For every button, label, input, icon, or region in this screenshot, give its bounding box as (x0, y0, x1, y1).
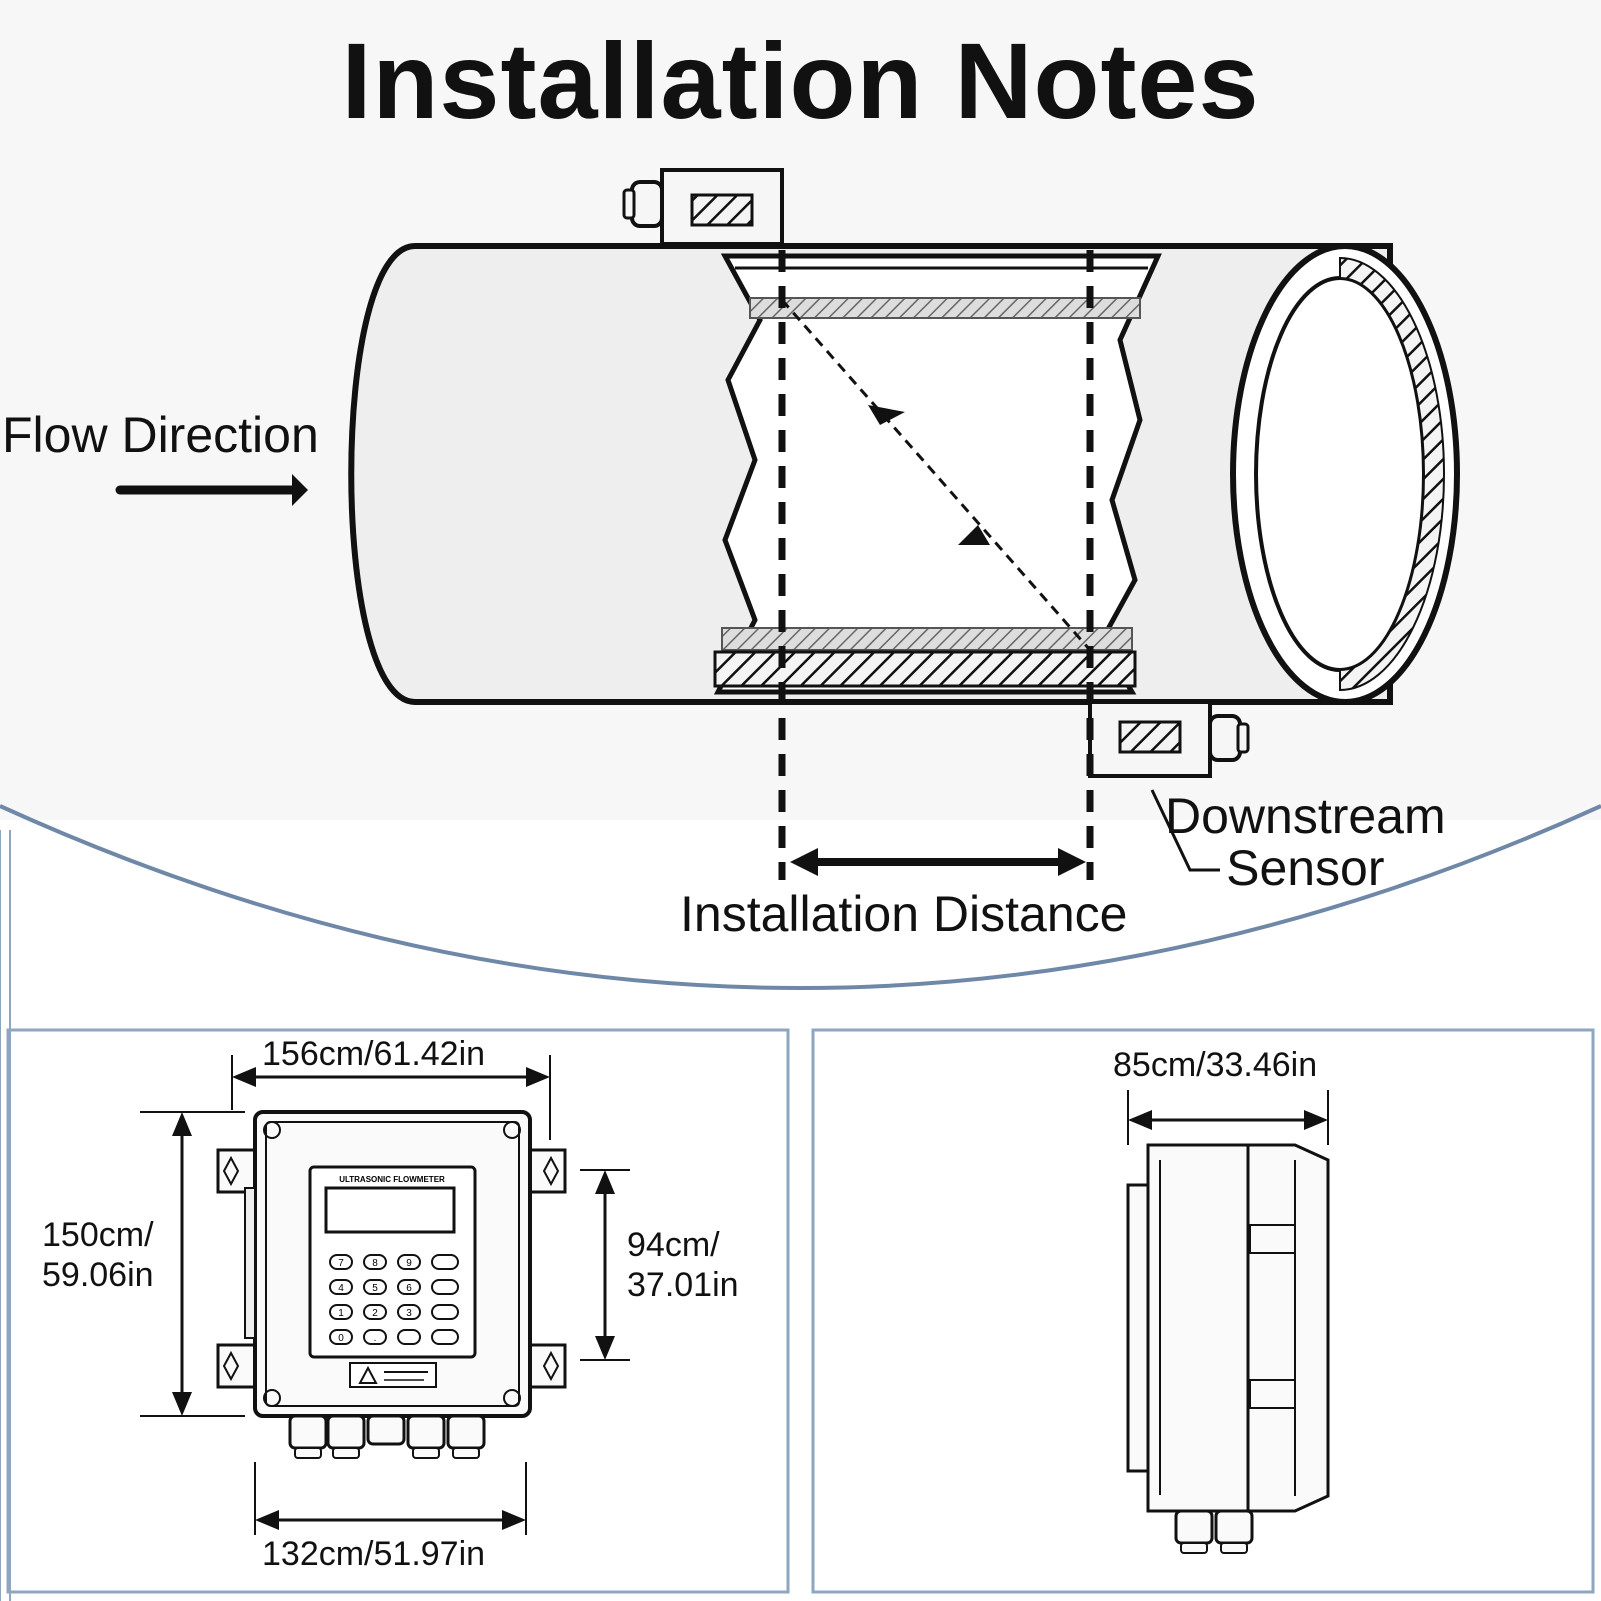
key-label: 0 (338, 1333, 344, 1344)
inner-height-label-line1: 94cm/ (627, 1226, 720, 1264)
side-view-panel (811, 1028, 1595, 1594)
pipe (348, 243, 1460, 705)
key-label: 2 (372, 1308, 378, 1319)
cable-glands (288, 1414, 486, 1459)
key-label: 1 (338, 1308, 344, 1319)
key-label: 6 (406, 1283, 412, 1294)
front-view-panel (6, 1028, 790, 1594)
flow-direction-label: Flow Direction (2, 407, 319, 463)
bottom-width-label: 132cm/51.97in (262, 1535, 486, 1573)
signal-arrow-up (868, 405, 905, 425)
front-width-label: 156cm/61.42in (262, 1035, 486, 1073)
downstream-leader (1150, 789, 1220, 872)
pipe-end-wall-hatch (1339, 256, 1445, 692)
front-height-label-line1: 150cm/ (42, 1216, 154, 1254)
pipe-cutaway (713, 253, 1162, 695)
side-depth-label: 85cm/33.46in (1113, 1046, 1318, 1084)
key-label: 3 (406, 1308, 412, 1319)
pipe-wall-lower-inner (721, 627, 1133, 651)
front-height-label-line2: 59.06in (42, 1256, 154, 1294)
key-label: . (374, 1333, 377, 1344)
signal-path (780, 299, 1092, 651)
key-label: 8 (372, 1258, 378, 1269)
signal-arrow-down (958, 525, 990, 545)
key-label: 9 (406, 1258, 412, 1269)
warning-icon (358, 1365, 378, 1384)
inner-height-label-line2: 37.01in (627, 1266, 739, 1304)
installation-distance-label: Installation Distance (680, 886, 1128, 942)
pipe-wall-upper (749, 297, 1141, 319)
arc-divider (0, 804, 1601, 990)
key-label: 5 (372, 1283, 378, 1294)
front-height-label: 150cm/ 59.06in (42, 1215, 154, 1295)
key-label: 4 (338, 1283, 344, 1294)
upstream-sensor (622, 168, 784, 246)
side-view-device (1126, 1090, 1330, 1554)
key-label: 7 (338, 1258, 344, 1269)
downstream-sensor (1088, 700, 1250, 778)
keypad: 7 8 9 4 5 6 1 2 3 0 . (329, 1254, 459, 1345)
downstream-sensor-label: Downstream Sensor (1165, 790, 1446, 894)
inner-height-label: 94cm/ 37.01in (627, 1225, 739, 1305)
pipe-wall-lower (713, 650, 1137, 688)
downstream-sensor-label-line1: Downstream (1165, 788, 1446, 844)
page-title: Installation Notes (341, 20, 1260, 141)
device-brand: ULTRASONIC FLOWMETER (339, 1175, 445, 1184)
front-view-device: ULTRASONIC FLOWMETER 7 8 9 4 5 6 1 (140, 1055, 630, 1535)
downstream-sensor-label-line2: Sensor (1226, 840, 1385, 896)
